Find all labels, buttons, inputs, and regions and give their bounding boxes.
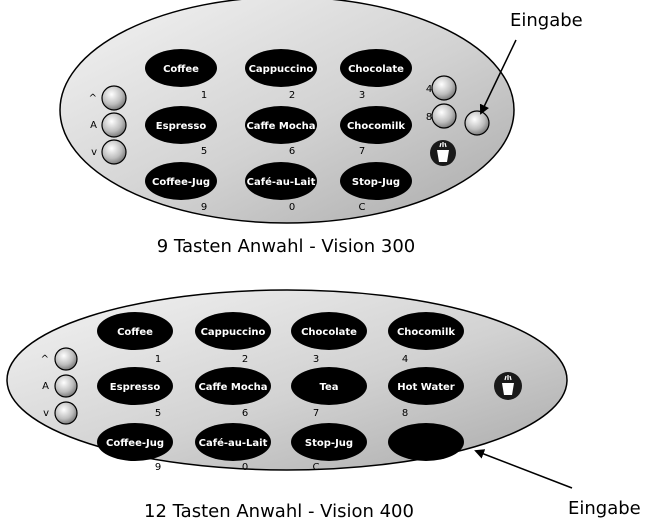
drink-button-label: Espresso bbox=[156, 121, 207, 132]
callout-label-eingabe: Eingabe bbox=[568, 498, 641, 519]
drink-button-label: Cappuccino bbox=[201, 327, 266, 338]
drink-button[interactable] bbox=[195, 367, 271, 405]
drink-button-label: Chocolate bbox=[348, 64, 404, 75]
cleaning-icon bbox=[430, 140, 456, 166]
callout-label-eingabe: Eingabe bbox=[510, 10, 583, 31]
drink-button[interactable] bbox=[340, 106, 412, 144]
drink-button-number: 0 bbox=[289, 202, 295, 213]
drink-button[interactable] bbox=[245, 106, 317, 144]
drink-button-label: Chocomilk bbox=[347, 121, 405, 132]
drink-button-number: 4 bbox=[402, 354, 408, 365]
drink-button-label: Café-au-Lait bbox=[247, 176, 316, 188]
drink-button-number: 2 bbox=[242, 354, 248, 365]
drink-button-number: C bbox=[359, 202, 366, 213]
drink-button-number: 3 bbox=[313, 354, 319, 365]
drink-button-label: Caffe Mocha bbox=[198, 382, 267, 393]
side-label-up: ^ bbox=[41, 354, 49, 365]
eingabe-button[interactable] bbox=[464, 110, 490, 136]
drink-button[interactable] bbox=[245, 49, 317, 87]
arrow-up-button[interactable] bbox=[54, 347, 78, 371]
drink-button[interactable] bbox=[97, 423, 173, 461]
drink-button-label: Hot Water bbox=[397, 382, 454, 393]
drink-button[interactable] bbox=[195, 423, 271, 461]
drink-button-number: 5 bbox=[155, 408, 161, 419]
drink-button-label: Stop-Jug bbox=[305, 438, 353, 449]
side-label-a: A bbox=[90, 120, 97, 131]
drink-button-label: Coffee bbox=[163, 64, 199, 75]
drink-button-label: Café-au-Lait bbox=[199, 437, 268, 449]
key-8-button[interactable] bbox=[431, 103, 457, 129]
drink-button-number: 9 bbox=[201, 202, 207, 213]
drink-button[interactable] bbox=[340, 49, 412, 87]
drink-button[interactable] bbox=[145, 49, 217, 87]
side-label-down: v bbox=[43, 408, 49, 419]
drink-button-number: 1 bbox=[201, 90, 207, 101]
drink-button-number: 8 bbox=[402, 408, 408, 419]
drink-button-label: Chocomilk bbox=[397, 327, 455, 338]
side-label-up: ^ bbox=[89, 93, 97, 104]
panel-400-body bbox=[6, 289, 568, 471]
drink-button[interactable] bbox=[291, 423, 367, 461]
drink-button-number: 0 bbox=[242, 462, 248, 473]
arrow-up-button[interactable] bbox=[101, 85, 127, 111]
drink-button[interactable] bbox=[388, 312, 464, 350]
callout-arrow bbox=[479, 39, 517, 115]
drink-button[interactable] bbox=[145, 162, 217, 200]
drink-button-number: 2 bbox=[289, 90, 295, 101]
a-button[interactable] bbox=[101, 112, 127, 138]
drink-button-number: 6 bbox=[289, 146, 295, 157]
arrow-down-button[interactable] bbox=[101, 139, 127, 165]
drink-button-label: Coffee-Jug bbox=[152, 177, 210, 188]
drink-button[interactable] bbox=[97, 312, 173, 350]
drink-button-label: Coffee-Jug bbox=[106, 438, 164, 449]
drink-button-label: Coffee bbox=[117, 327, 153, 338]
drink-button-label: Espresso bbox=[110, 382, 161, 393]
drink-button-number: 7 bbox=[359, 146, 365, 157]
panel-vision-300: ^ A v Coffee 1 Cappuccino 2 Chocolate 3 … bbox=[59, 0, 583, 257]
drink-button[interactable] bbox=[340, 162, 412, 200]
right-label-8: 8 bbox=[426, 112, 432, 123]
side-label-down: v bbox=[91, 147, 97, 158]
drink-button-label: Stop-Jug bbox=[352, 177, 400, 188]
drink-button-number: C bbox=[313, 462, 320, 473]
panel-vision-400: ^ A v Coffee 1 Cappuccino 2 Chocolate 3 … bbox=[6, 289, 641, 522]
drink-button[interactable] bbox=[97, 367, 173, 405]
drink-button[interactable] bbox=[145, 106, 217, 144]
drink-button-number: 9 bbox=[155, 462, 161, 473]
drink-button[interactable] bbox=[291, 367, 367, 405]
drink-button-label: Caffe Mocha bbox=[246, 121, 315, 132]
callout-arrow bbox=[474, 449, 573, 489]
cleaning-icon bbox=[494, 372, 522, 400]
drink-button-label: Tea bbox=[319, 382, 338, 393]
drink-button-number: 7 bbox=[313, 408, 319, 419]
caption-vision-300: 9 Tasten Anwahl - Vision 300 bbox=[157, 236, 415, 257]
key-4-button[interactable] bbox=[431, 75, 457, 101]
drink-button[interactable] bbox=[195, 312, 271, 350]
right-label-4: 4 bbox=[426, 84, 432, 95]
drink-button[interactable] bbox=[245, 162, 317, 200]
drink-button[interactable] bbox=[388, 367, 464, 405]
eingabe-button[interactable] bbox=[388, 423, 464, 461]
drink-button-number: 3 bbox=[359, 90, 365, 101]
drink-button-number: 6 bbox=[242, 408, 248, 419]
drink-button-number: 5 bbox=[201, 146, 207, 157]
side-label-a: A bbox=[42, 381, 49, 392]
drink-button-number: 1 bbox=[155, 354, 161, 365]
drink-button-label: Cappuccino bbox=[249, 64, 314, 75]
drink-button-label: Chocolate bbox=[301, 327, 357, 338]
drink-button[interactable] bbox=[291, 312, 367, 350]
a-button[interactable] bbox=[54, 374, 78, 398]
caption-vision-400: 12 Tasten Anwahl - Vision 400 bbox=[144, 501, 414, 522]
arrow-down-button[interactable] bbox=[54, 401, 78, 425]
